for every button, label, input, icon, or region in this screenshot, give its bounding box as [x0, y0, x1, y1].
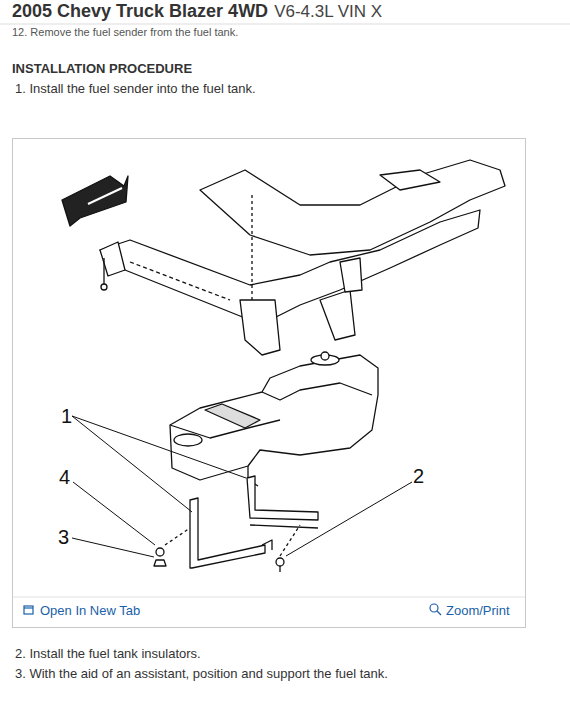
previous-step: 12. Remove the fuel sender from the fuel… — [12, 26, 238, 38]
step-text: 2. Install the fuel tank insulators. — [15, 646, 201, 661]
image-frame — [13, 139, 526, 628]
link-button: Zoom/Print — [446, 603, 510, 618]
section-heading: INSTALLATION PROCEDURE — [12, 61, 192, 76]
header-bar — [0, 0, 570, 24]
engine-spec: V6-4.3L VIN X — [274, 2, 382, 22]
page-title: 2005 Chevy Truck Blazer 4WD — [12, 1, 268, 22]
step-text: 1. Install the fuel sender into the fuel… — [15, 81, 256, 96]
fuel-tank-drawing — [62, 160, 505, 572]
step-text: 3. With the aid of an assistant, positio… — [15, 666, 388, 681]
leader-lines — [72, 416, 412, 557]
callout-number: 1 — [61, 405, 72, 428]
callout-number: 2 — [413, 465, 424, 488]
link-button: Open In New Tab — [40, 603, 140, 618]
callout-number: 3 — [58, 526, 69, 549]
callout-number: 4 — [59, 466, 70, 489]
